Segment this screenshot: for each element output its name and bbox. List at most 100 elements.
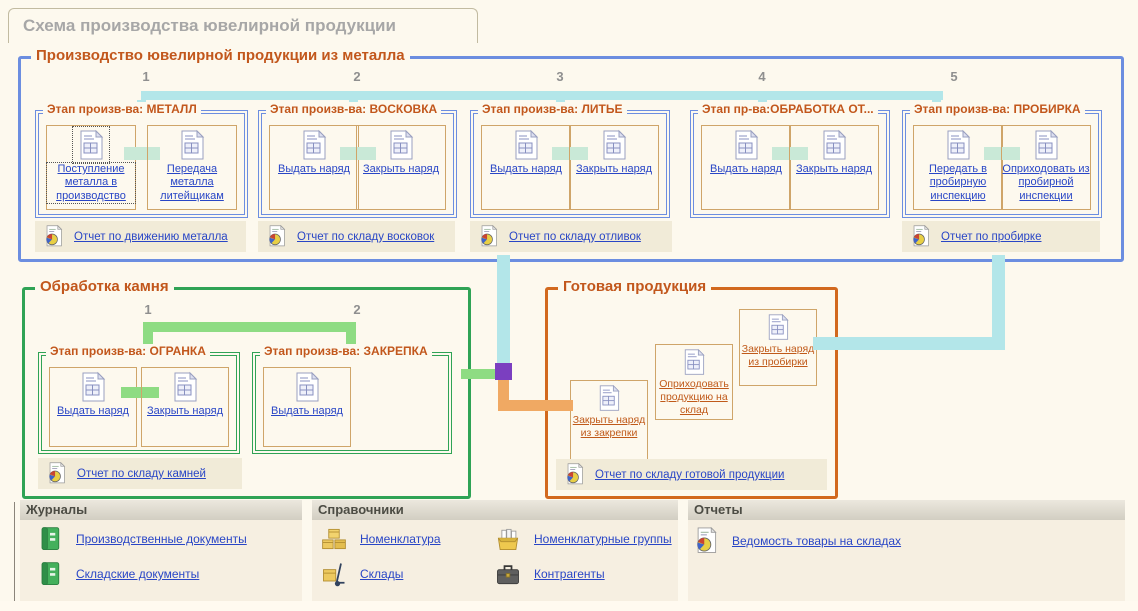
connector-probirka-left <box>813 337 1005 350</box>
document-icon <box>291 371 323 403</box>
nomenclature-groups-icon <box>494 525 522 553</box>
report-icon <box>477 225 500 248</box>
report-icon <box>909 225 932 248</box>
action-cell: Закрыть наряд из закрепки <box>570 380 648 460</box>
action-cell: Выдать наряд <box>269 125 359 210</box>
form-tab[interactable]: Схема производства ювелирной продукции <box>8 8 478 43</box>
link-goods-statement[interactable]: Ведомость товары на складах <box>732 534 902 548</box>
link-ogranka-issue[interactable]: Выдать наряд <box>57 405 129 417</box>
document-icon <box>72 126 110 164</box>
link-ogranka-close[interactable]: Закрыть наряд <box>147 405 223 417</box>
link-report-stones-stock[interactable]: Отчет по складу камней <box>77 467 206 480</box>
catalog-item: Контрагенты <box>494 560 605 588</box>
link-probirka-receive[interactable]: Оприходовать из пробирной инспекции <box>1002 163 1090 202</box>
cell-connector <box>984 147 1020 160</box>
link-report-probirka[interactable]: Отчет по пробирке <box>941 230 1042 243</box>
action-cell: Закрыть наряд <box>141 367 229 447</box>
cell-connector <box>772 147 808 160</box>
link-metal-transfer[interactable]: Передача металла литейщикам <box>160 163 224 202</box>
connector-mid-down <box>497 255 510 364</box>
warehouses-icon <box>320 560 348 588</box>
catalog-item: Склады <box>320 560 403 588</box>
group-metal-production: Производство ювелирной продукции из мета… <box>18 47 1124 262</box>
link-zakrepka-issue[interactable]: Выдать наряд <box>271 405 343 417</box>
link-litie-issue[interactable]: Выдать наряд <box>490 163 562 175</box>
action-cell: Закрыть наряд <box>569 125 659 210</box>
action-cell: Передать в пробирную инспекцию <box>913 125 1003 210</box>
action-cell: Выдать наряд <box>701 125 791 210</box>
page-title: Схема производства ювелирной продукции <box>23 16 396 35</box>
link-obrabotka-close[interactable]: Закрыть наряд <box>796 163 872 175</box>
action-cell: Закрыть наряд <box>789 125 879 210</box>
link-close-order-zakrepka[interactable]: Закрыть наряд из закрепки <box>572 414 646 439</box>
stage-box-zakrepka: Этап произв-ва: ЗАКРЕПКА Выдать наряд <box>252 344 452 454</box>
link-report-otlivki-stock[interactable]: Отчет по складу отливок <box>509 230 641 243</box>
action-cell: Закрыть наряд из пробирки <box>739 309 817 386</box>
stage-ogranka-title: Этап произв-ва: ОГРАНКА <box>46 344 210 358</box>
link-close-order-probirka[interactable]: Закрыть наряд из пробирки <box>741 343 815 368</box>
journal-icon <box>36 560 64 588</box>
document-icon <box>1030 129 1062 161</box>
stage-number-3: 3 <box>556 69 564 84</box>
link-voskovka-issue[interactable]: Выдать наряд <box>278 163 350 175</box>
stage-voskovka-title: Этап произв-ва: ВОСКОВКА <box>266 102 442 116</box>
link-voskovka-close[interactable]: Закрыть наряд <box>363 163 439 175</box>
document-icon <box>818 129 850 161</box>
action-cell: Выдать наряд <box>49 367 137 447</box>
link-production-documents[interactable]: Производственные документы <box>76 532 247 546</box>
bottom-strip <box>0 601 1138 611</box>
connector-top-bar <box>141 91 943 100</box>
journal-item: Складские документы <box>36 560 199 588</box>
link-nomenclature[interactable]: Номенклатура <box>360 532 441 546</box>
document-icon <box>942 129 974 161</box>
panel-reports-header: Отчеты <box>688 500 1125 520</box>
stone-stage-number-2: 2 <box>353 302 361 317</box>
link-report-metal-movement[interactable]: Отчет по движению металла <box>74 230 228 243</box>
report-strip-finished: Отчет по складу готовой продукции <box>556 459 827 490</box>
link-obrabotka-issue[interactable]: Выдать наряд <box>710 163 782 175</box>
document-icon <box>169 371 201 403</box>
document-icon <box>730 129 762 161</box>
link-warehouses[interactable]: Склады <box>360 567 404 581</box>
panel-reports-title: Отчеты <box>694 502 743 517</box>
document-icon <box>385 129 417 161</box>
report-icon <box>692 527 720 555</box>
action-cell: Оприходовать продукцию на склад <box>655 344 733 420</box>
stage-box-ogranka: Этап произв-ва: ОГРАНКА Выдать наряд Зак… <box>38 344 240 454</box>
stage-obrabotka-title: Этап пр-ва:ОБРАБОТКА ОТ... <box>698 102 878 116</box>
link-receive-products-warehouse[interactable]: Оприходовать продукцию на склад <box>659 378 729 416</box>
report-icon <box>563 463 586 486</box>
stage-number-5: 5 <box>950 69 958 84</box>
link-metal-receipt[interactable]: Поступление металла в производство <box>46 161 136 205</box>
journal-item: Производственные документы <box>36 525 247 553</box>
link-probirka-send[interactable]: Передать в пробирную инспекцию <box>929 163 987 202</box>
document-icon <box>680 348 708 376</box>
stage-number-1: 1 <box>142 69 150 84</box>
report-icon <box>45 462 68 485</box>
panel-journals-title: Журналы <box>26 502 88 517</box>
cell-connector <box>121 387 159 398</box>
cell-connector <box>339 147 376 160</box>
stage-number-2: 2 <box>353 69 361 84</box>
link-report-voskovka-stock[interactable]: Отчет по складу восковок <box>297 230 435 243</box>
report-strip-voskovka: Отчет по складу восковок <box>258 221 455 252</box>
stone-stage-number-1: 1 <box>144 302 152 317</box>
link-warehouse-documents[interactable]: Складские документы <box>76 567 200 581</box>
action-cell: Выдать наряд <box>263 367 351 447</box>
document-icon <box>595 384 623 412</box>
connector-probirka-down <box>992 255 1005 349</box>
link-litie-close[interactable]: Закрыть наряд <box>576 163 652 175</box>
action-cell: Поступление металла в производство <box>46 125 136 210</box>
group-finished-title: Готовая продукция <box>558 278 712 295</box>
link-partners[interactable]: Контрагенты <box>534 567 605 581</box>
stage-box-metall: Этап произв-ва: МЕТАЛЛ Поступление метал… <box>35 102 248 218</box>
group-metal-title: Производство ювелирной продукции из мета… <box>31 47 410 64</box>
left-divider <box>14 502 15 601</box>
report-item: Ведомость товары на складах <box>692 527 901 555</box>
journal-icon <box>36 525 64 553</box>
action-cell: Выдать наряд <box>481 125 571 210</box>
group-stone-processing: Обработка камня <box>22 278 471 499</box>
link-report-finished-stock[interactable]: Отчет по складу готовой продукции <box>595 468 785 481</box>
stage-number-4: 4 <box>758 69 766 84</box>
link-nomenclature-groups[interactable]: Номенклатурные группы <box>534 532 672 546</box>
